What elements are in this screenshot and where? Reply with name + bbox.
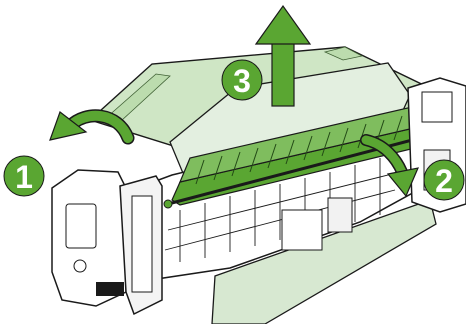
step-number-3: 3 bbox=[233, 63, 251, 99]
step-badge-3: 3 bbox=[222, 60, 262, 100]
step-badge-1: 1 bbox=[4, 156, 44, 196]
step-number-1: 1 bbox=[15, 159, 33, 195]
step-number-2: 2 bbox=[435, 163, 453, 199]
step-badge-2: 2 bbox=[424, 160, 464, 200]
curved-arrow-left bbox=[50, 112, 128, 140]
left-end-housing bbox=[52, 170, 162, 314]
